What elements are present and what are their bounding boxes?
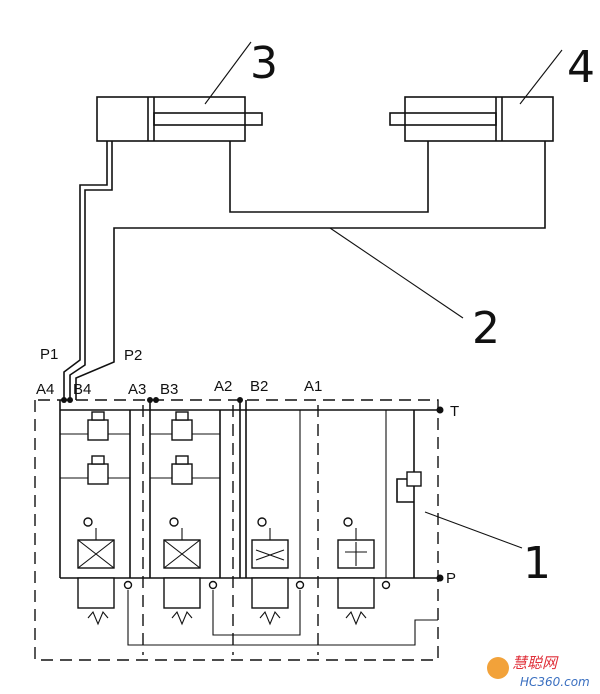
valve-section-4 xyxy=(59,400,131,626)
pipe-p1 xyxy=(63,141,113,400)
cylinder-3 xyxy=(96,96,263,142)
watermark-brand: 慧聪网 xyxy=(512,654,559,672)
label-p2: P2 xyxy=(124,347,142,364)
cylinder-4 xyxy=(389,96,554,142)
leader-3 xyxy=(204,41,252,105)
relief-valve xyxy=(396,410,422,578)
label-b2: B2 xyxy=(250,378,268,395)
label-p: P xyxy=(446,570,456,587)
valve-section-3 xyxy=(149,400,221,626)
callout-1: 1 xyxy=(523,538,551,589)
return-line xyxy=(127,590,438,646)
leader-2 xyxy=(329,227,464,319)
valve-section-1 xyxy=(337,410,387,626)
label-b3: B3 xyxy=(160,381,178,398)
callout-2: 2 xyxy=(472,303,500,354)
label-a3: A3 xyxy=(128,381,146,398)
callout-4: 4 xyxy=(567,42,595,93)
label-p1: P1 xyxy=(40,346,58,363)
valve-section-2 xyxy=(239,400,301,626)
pipe-p2 xyxy=(75,141,546,400)
valve-block-1 xyxy=(34,399,439,661)
label-a4: A4 xyxy=(36,381,54,398)
label-a1: A1 xyxy=(304,378,322,395)
watermark-url: HC360.com xyxy=(520,675,590,689)
watermark: 慧聪网 HC360.com xyxy=(487,654,590,689)
label-a2: A2 xyxy=(214,378,232,395)
label-t: T xyxy=(450,403,459,420)
leader-4 xyxy=(519,49,563,105)
label-b4: B4 xyxy=(73,381,91,398)
leader-1 xyxy=(424,511,523,549)
callout-3: 3 xyxy=(250,38,278,89)
